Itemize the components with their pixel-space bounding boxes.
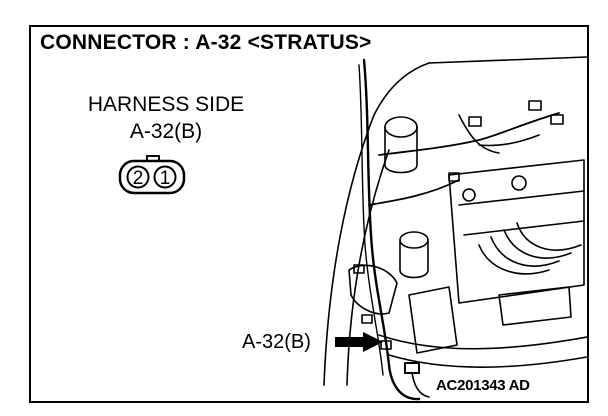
clip-1 (353, 264, 365, 274)
hood-edge (428, 56, 587, 64)
fender-outline (323, 62, 430, 386)
engine-block (448, 159, 585, 304)
air-cleaner (408, 286, 458, 354)
harness-side-label: HARNESS SIDE A-32(B) (71, 91, 261, 145)
reservoir-cap (384, 116, 418, 138)
pin-2-label: 2 (133, 168, 144, 189)
clip-5 (528, 100, 542, 111)
diagram-title: CONNECTOR : A-32 <STRATUS> (40, 31, 372, 54)
pin-1-cavity (153, 165, 177, 189)
clip-3 (380, 340, 392, 350)
clip-6 (550, 114, 564, 125)
radiator-support (378, 334, 587, 350)
figure-code: AC201343 AD (436, 377, 530, 394)
wiring-harness (362, 58, 421, 401)
clip-7 (448, 172, 460, 182)
harness-side-connector-id: A-32(B) (129, 120, 203, 143)
connector-callout-label: A-32(B) (242, 331, 311, 353)
connector-face-icon: 2 1 (118, 155, 186, 195)
pin-1-label: 1 (160, 168, 171, 189)
clip-4 (468, 116, 482, 127)
connector-a32b (404, 362, 420, 374)
engine-compartment-illustration (323, 56, 587, 401)
clip-2 (361, 314, 373, 324)
callout-arrow-icon (335, 332, 383, 352)
pin-2-cavity (126, 165, 150, 189)
diagram-frame: CONNECTOR : A-32 <STRATUS> HARNESS SIDE … (29, 25, 589, 403)
headlamp (348, 264, 398, 315)
harness-side-heading: HARNESS SIDE (87, 93, 245, 116)
